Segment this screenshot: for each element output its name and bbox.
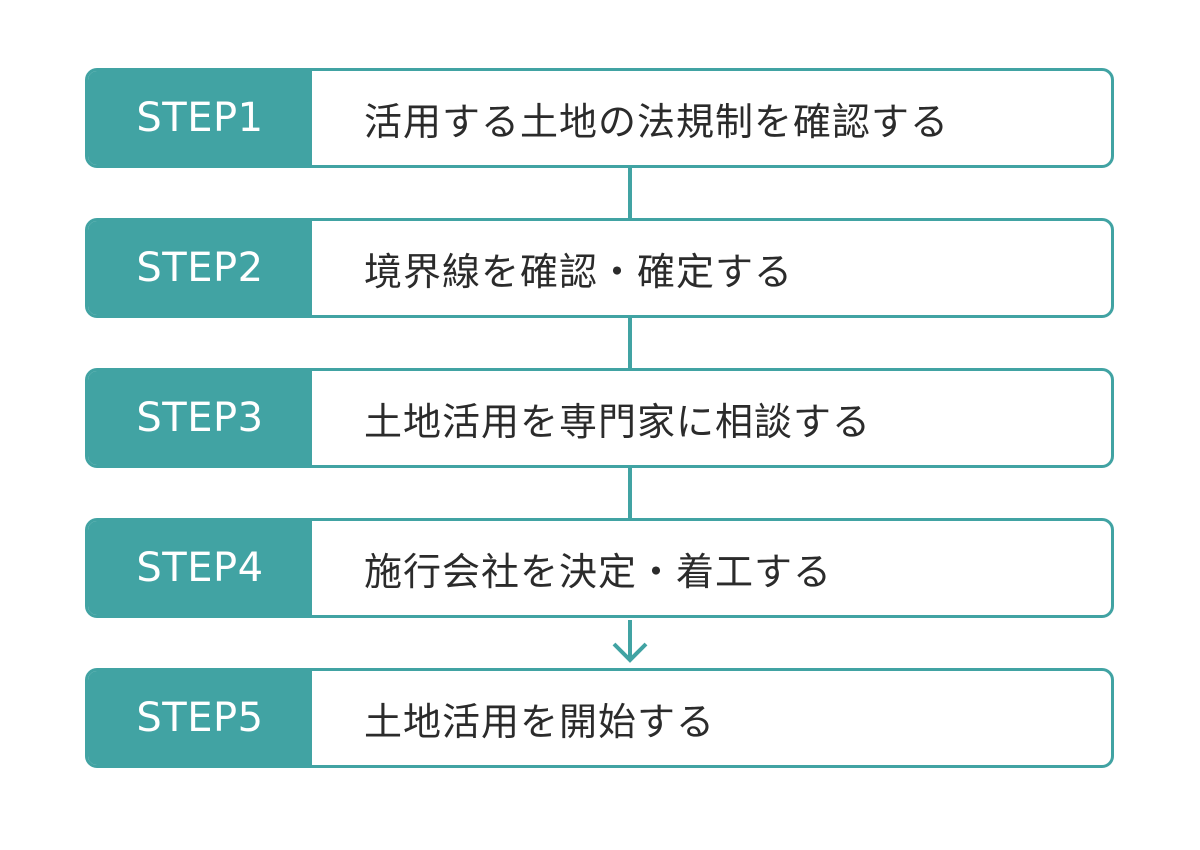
step-badge-3: STEP3	[88, 371, 312, 465]
step-text-1: 活用する土地の法規制を確認する	[364, 99, 950, 144]
connector-line-2	[628, 318, 632, 368]
step-badge-4: STEP4	[88, 521, 312, 615]
step-text-4: 施行会社を決定・着工する	[364, 549, 833, 594]
step-badge-1: STEP1	[88, 71, 312, 165]
step-box-1: STEP1 活用する土地の法規制を確認する	[85, 68, 1114, 168]
step-text-2: 境界線を確認・確定する	[364, 249, 794, 294]
step-text-3: 土地活用を専門家に相談する	[364, 399, 872, 444]
connector-line-3	[628, 468, 632, 518]
step-badge-5: STEP5	[88, 671, 312, 765]
connector-line-1	[628, 168, 632, 218]
step-text-5: 土地活用を開始する	[364, 699, 716, 744]
step-badge-2: STEP2	[88, 221, 312, 315]
step-box-5: STEP5 土地活用を開始する	[85, 668, 1114, 768]
step-box-4: STEP4 施行会社を決定・着工する	[85, 518, 1114, 618]
arrow-down-icon	[612, 620, 648, 663]
step-box-2: STEP2 境界線を確認・確定する	[85, 218, 1114, 318]
step-box-3: STEP3 土地活用を専門家に相談する	[85, 368, 1114, 468]
